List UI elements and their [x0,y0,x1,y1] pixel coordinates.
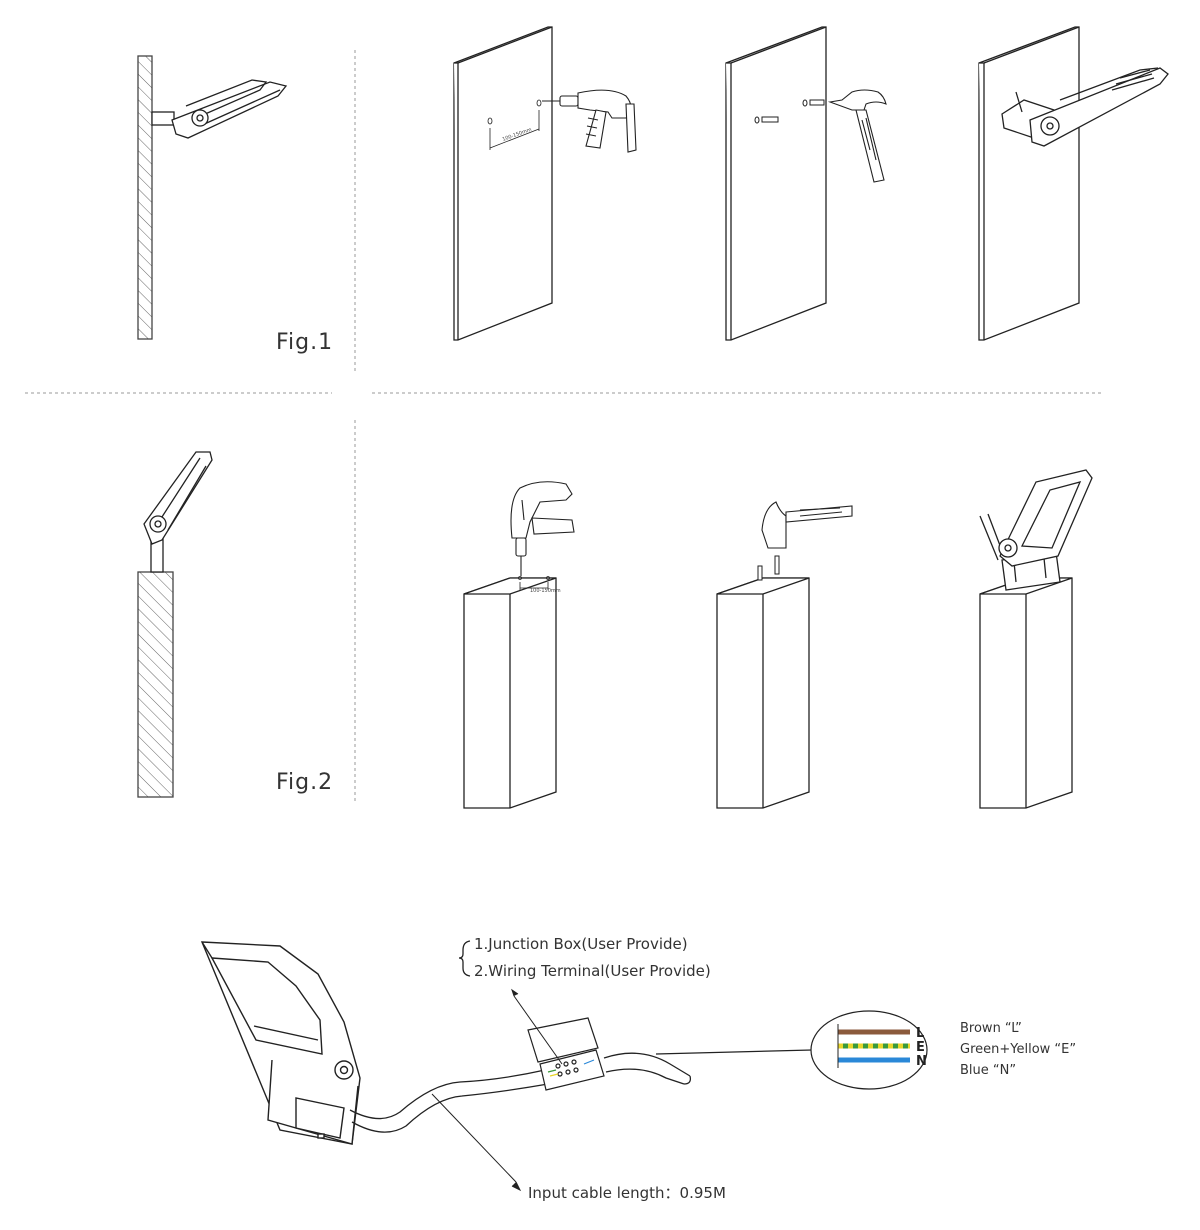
input-cable [349,1069,549,1133]
post-anchor [716,577,810,809]
fig2-label: Fig.2 [276,770,333,795]
floodlight-front [200,941,361,1145]
wiring-terminal-label: 2.Wiring Terminal(User Provide) [474,962,711,980]
cable-letter-n: N [916,1054,927,1069]
power-drill-vertical-icon [510,481,575,576]
wire-blue-label: Blue “N” [960,1063,1016,1078]
floodlight-wall-mounted [1001,67,1169,147]
drill-marks-post [518,576,550,590]
wire-green-yellow-label: Green+Yellow “E” [960,1042,1076,1057]
fig1-wall-view [137,55,288,340]
hammer-icon [827,89,887,183]
junction-box-label: 1.Junction Box(User Provide) [474,935,688,953]
wall-panel-drill [453,26,553,341]
cable-letter-l: L [916,1026,924,1041]
cable-cross-section: L E N [810,1010,928,1090]
fig1-label: Fig.1 [276,330,333,355]
wall-panel-anchor [725,26,827,341]
fig2-post-view [137,451,213,798]
cable-length-label: Input cable length：0.95M [528,1184,726,1202]
post-mounted [979,577,1073,809]
wire-legend: Brown “L” Green+Yellow “E” Blue “N” [960,1021,1076,1078]
post-spacing-dimension: 100-150mm [530,588,561,594]
junction-box [527,1017,605,1091]
drill-marks-wall [487,99,542,150]
wire-brown-label: Brown “L” [960,1021,1022,1036]
hammer-horizontal-icon [761,501,853,549]
cable-letter-e: E [916,1040,925,1055]
wall-panel-mounted [978,26,1080,341]
output-cable [603,1049,813,1085]
wall-anchors [754,99,825,124]
section-dividers [25,50,1102,802]
floodlight-post-mounted [979,469,1093,591]
post-drill [463,577,557,809]
leader-lines [431,988,563,1192]
post-anchors [757,555,780,581]
junction-caption: 1.Junction Box(User Provide) 2.Wiring Te… [458,935,711,980]
power-drill-icon [542,89,637,153]
